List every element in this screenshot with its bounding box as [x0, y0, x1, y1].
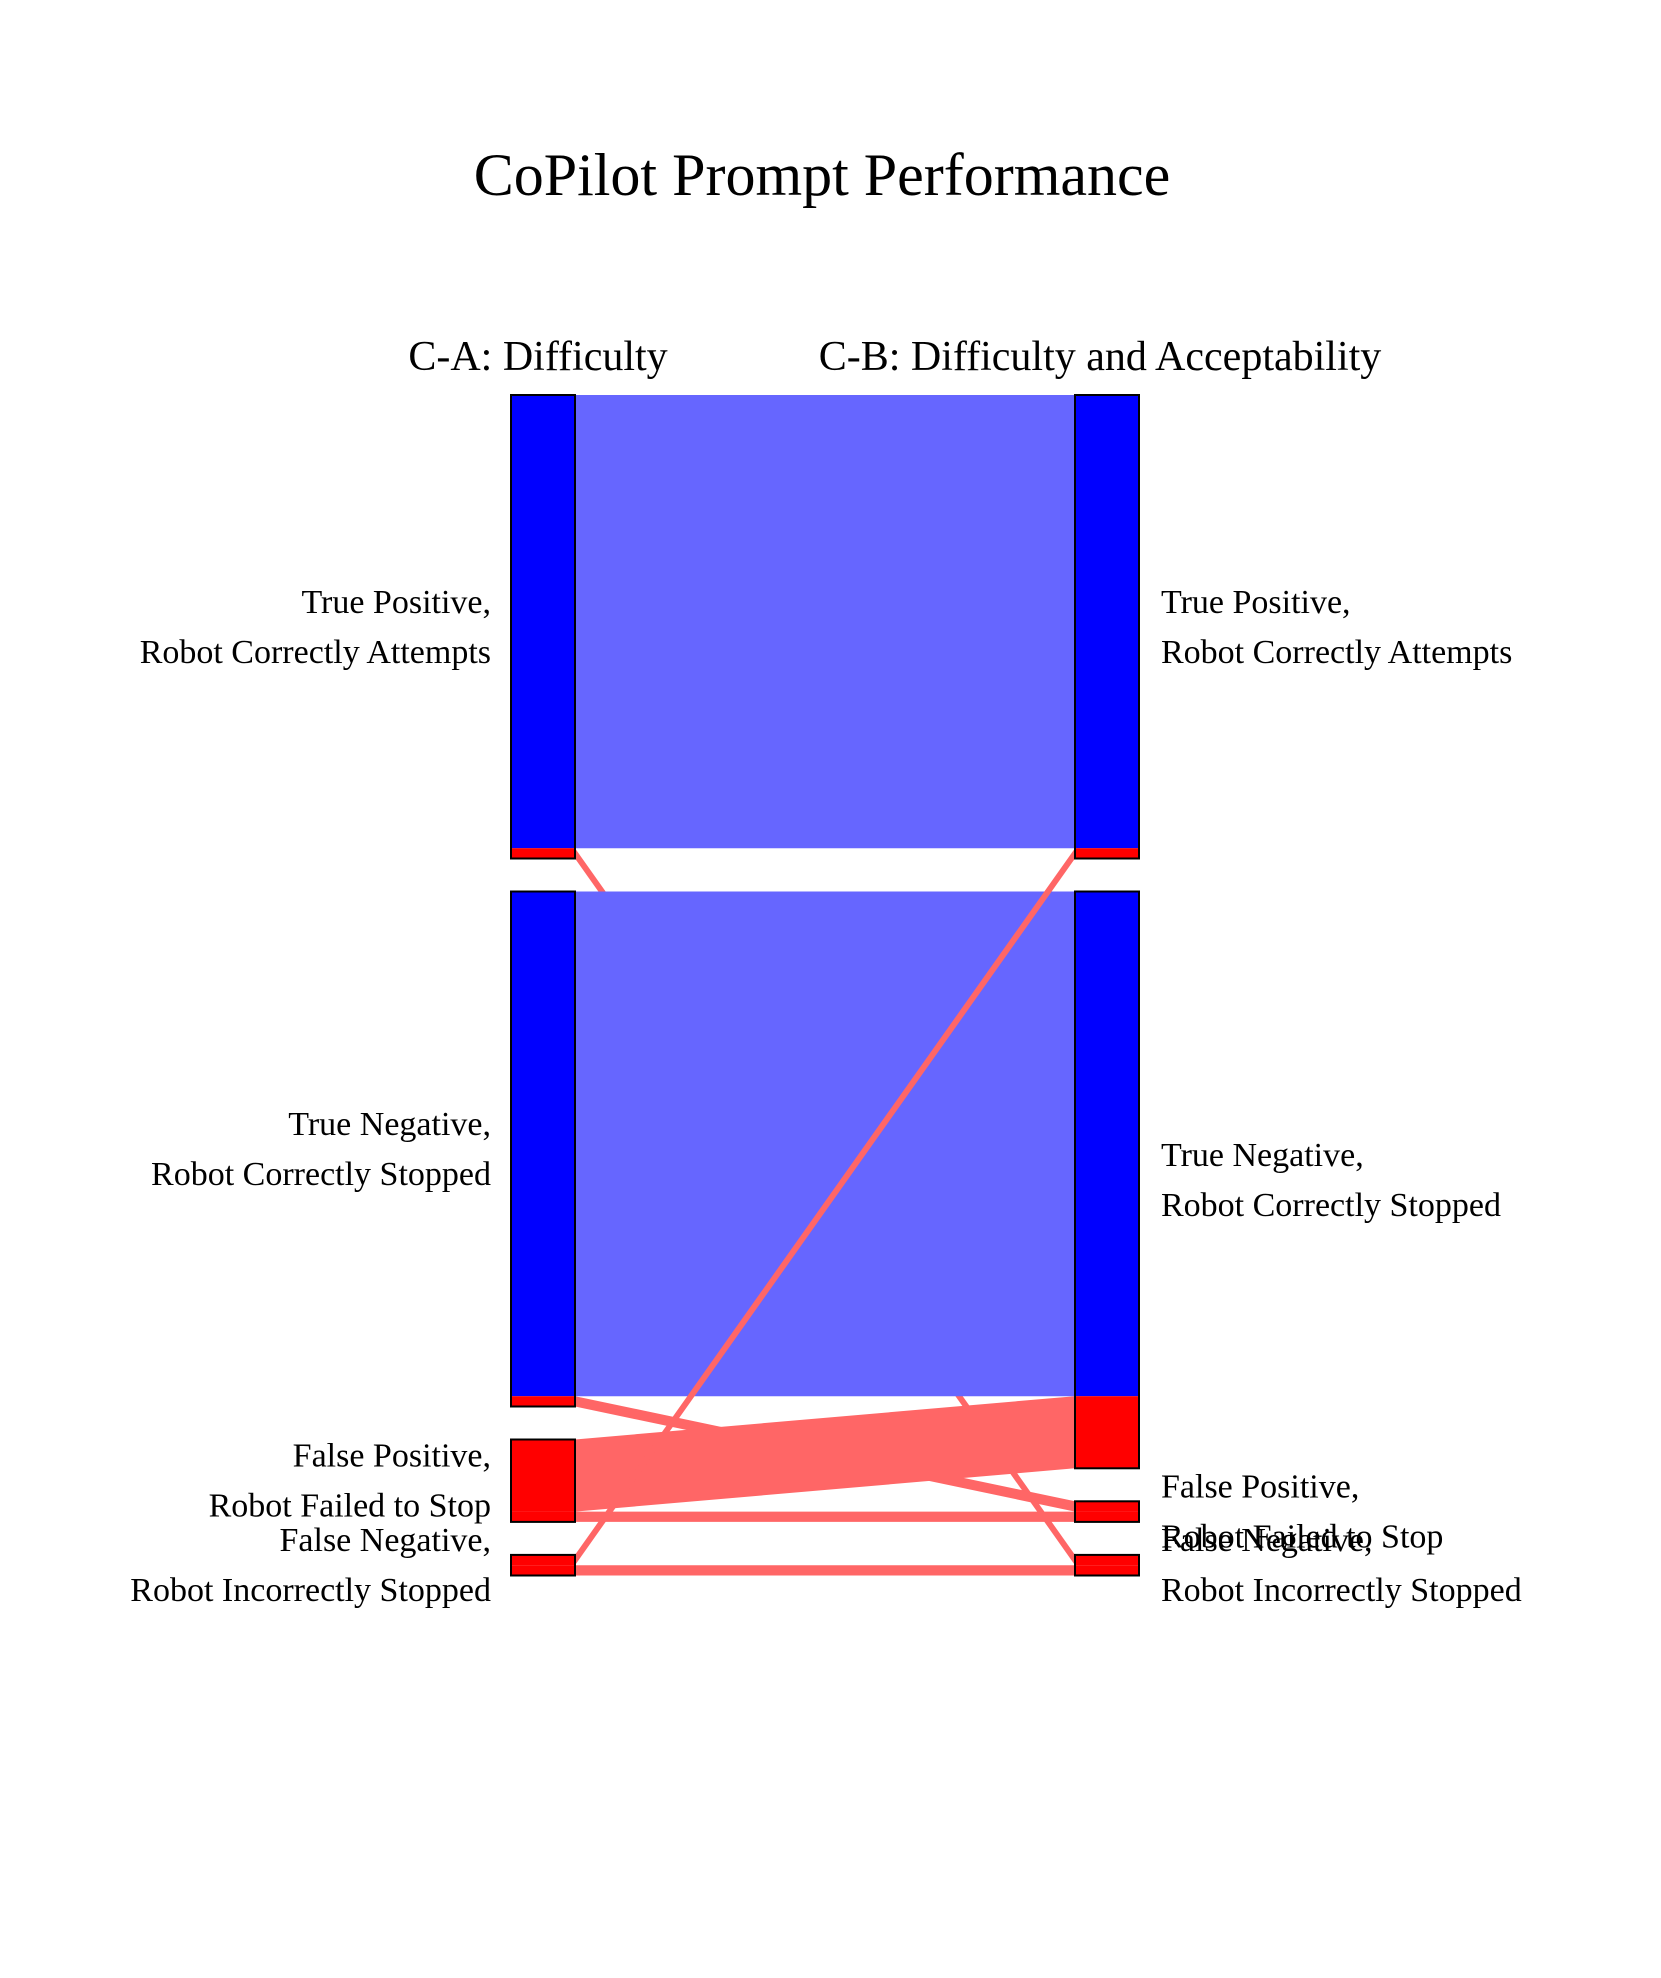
node-segment-L_FP-disagree	[511, 1511, 575, 1522]
node-L_TP	[510, 394, 576, 860]
node-segment-R_FN-disagree	[1075, 1565, 1139, 1576]
node-segment-L_FN-disagree	[511, 1565, 575, 1576]
flow-links	[575, 395, 1075, 1576]
node-segment-R_TP-disagree	[1075, 848, 1139, 859]
node-segment-L_TP-disagree	[511, 848, 575, 859]
flow-link-L_FN-to-R_TP	[575, 848, 1075, 1566]
node-L_FN	[510, 1553, 576, 1577]
node-segment-R_FP-disagree	[1075, 1501, 1139, 1512]
node-segment-L_FN-disagree	[511, 1554, 575, 1566]
node-label-L_FP: False Positive,Robot Failed to Stop	[209, 1438, 491, 1525]
node-segment-L_TN-disagree	[511, 1396, 575, 1407]
node-segment-R_TP-agree	[1075, 395, 1139, 849]
flow-link-L_FP-to-R_TN	[575, 1396, 1075, 1512]
category-nodes	[510, 394, 1140, 1577]
left-column-header: C-A: Difficulty	[408, 334, 667, 380]
node-segment-R_FP-disagree	[1075, 1511, 1139, 1522]
node-label-R_TN: True Negative,Robot Correctly Stopped	[1161, 1137, 1501, 1224]
node-segment-R_TN-agree	[1075, 891, 1139, 1397]
node-labels: True Positive,Robot Correctly AttemptsTr…	[130, 584, 1521, 1609]
node-label-L_TP: True Positive,Robot Correctly Attempts	[140, 584, 491, 671]
flow-link-L_FN-to-R_FN	[575, 1565, 1075, 1576]
right-column-header: C-B: Difficulty and Acceptability	[819, 334, 1382, 380]
node-label-R_FP: False Positive,Robot Failed to Stop	[1161, 1469, 1443, 1556]
node-label-R_TP: True Positive,Robot Correctly Attempts	[1161, 584, 1512, 671]
node-L_TN	[510, 890, 576, 1408]
flow-link-L_TN-to-R_TN	[575, 891, 1075, 1397]
flow-link-L_FP-to-R_FP	[575, 1511, 1075, 1522]
node-segment-L_TN-agree	[511, 891, 575, 1397]
flow-link-L_TP-to-R_TP	[575, 395, 1075, 849]
node-segment-R_FN-disagree	[1075, 1554, 1139, 1566]
node-label-R_FN: False Negative,Robot Incorrectly Stopped	[1161, 1522, 1522, 1609]
node-R_FN	[1074, 1553, 1140, 1577]
chart-title: CoPilot Prompt Performance	[474, 142, 1171, 208]
node-label-L_TN: True Negative,Robot Correctly Stopped	[151, 1106, 491, 1193]
node-label-L_FN: False Negative,Robot Incorrectly Stopped	[130, 1522, 491, 1609]
node-R_TP	[1074, 394, 1140, 860]
node-R_FP	[1074, 1500, 1140, 1523]
node-segment-L_FP-disagree	[511, 1439, 575, 1512]
node-L_FP	[510, 1438, 576, 1523]
node-R_TN	[1074, 890, 1140, 1470]
node-segment-L_TP-agree	[511, 395, 575, 849]
node-segment-R_TN-disagree	[1075, 1396, 1139, 1469]
